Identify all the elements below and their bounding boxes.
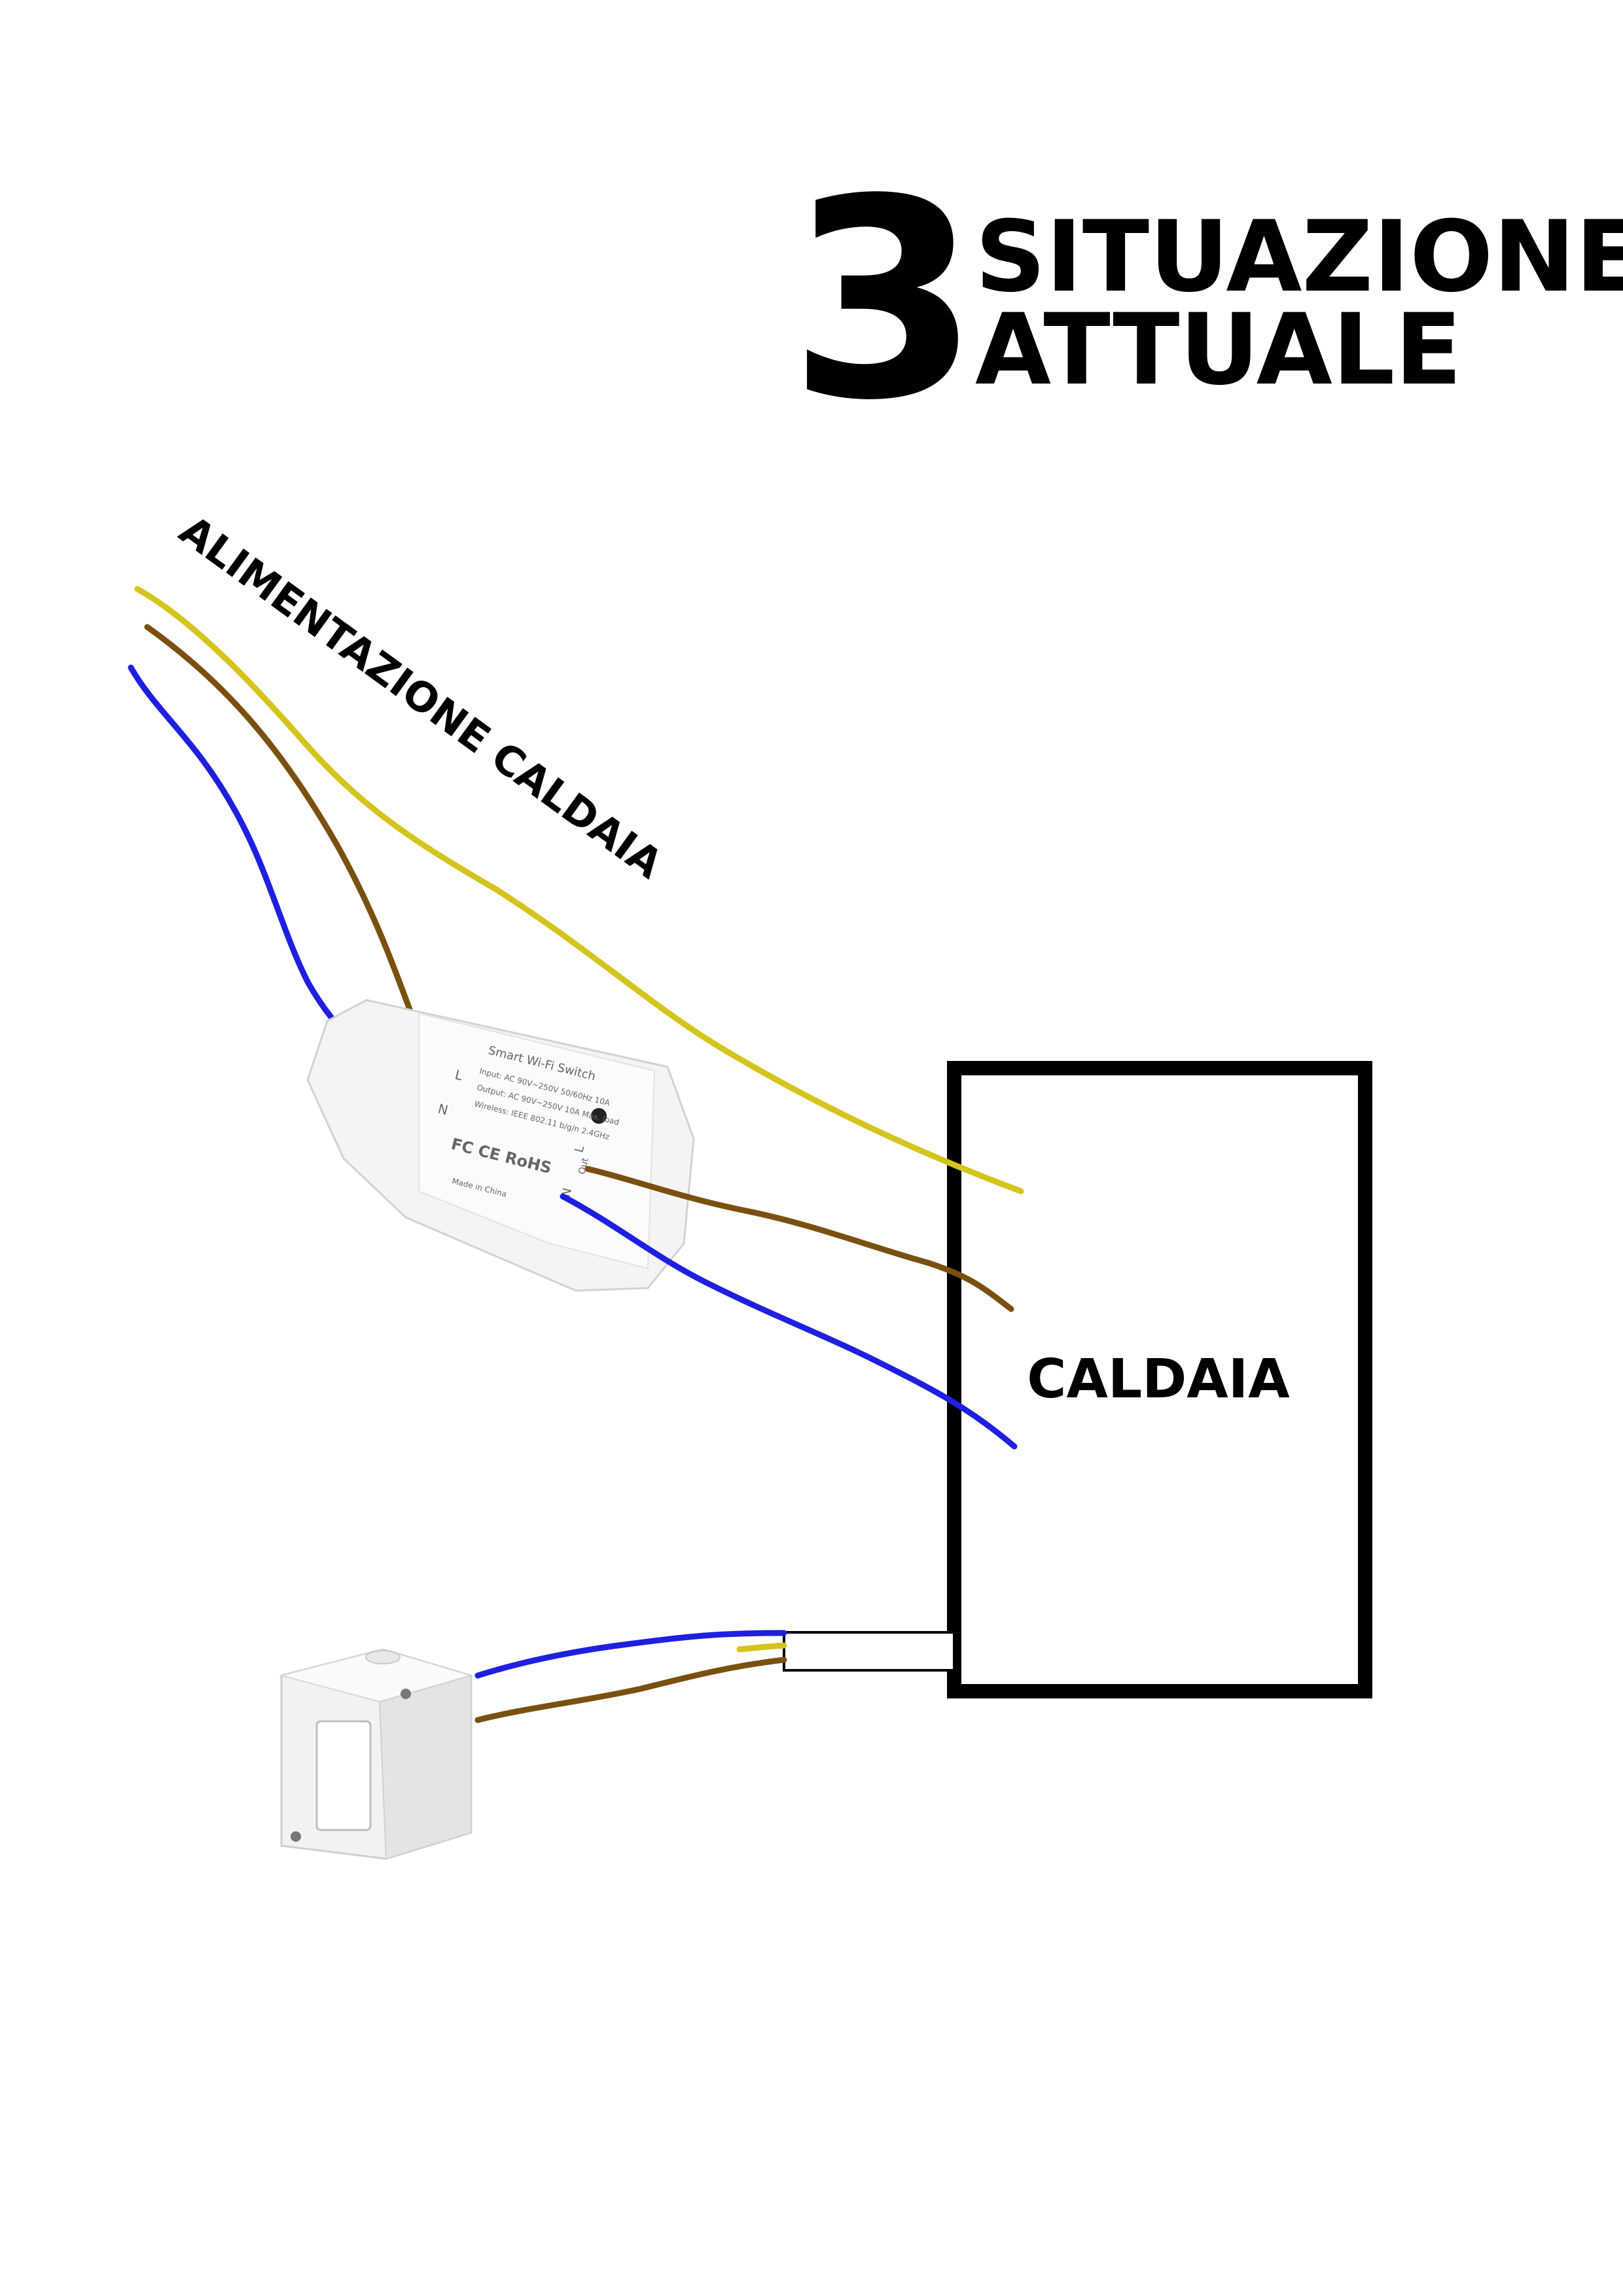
brown-output-wire: [584, 1166, 1014, 1312]
cable-sheath: [783, 1631, 955, 1672]
terminal-n-label: N: [437, 1101, 450, 1119]
title-line-1: SITUAZIONE: [975, 200, 1623, 314]
blue-switch-wire: [474, 1630, 787, 1679]
wall-switch: [279, 1648, 474, 1860]
blue-output-wire: [560, 1193, 1018, 1450]
module-button: [591, 1108, 607, 1124]
boiler-label: CALDAIA: [1027, 1348, 1290, 1410]
out-l-label: L: [572, 1144, 587, 1154]
boiler-box: [947, 1061, 1372, 1698]
switch-rocker: [315, 1720, 372, 1831]
step-number: 3: [789, 141, 980, 461]
smart-switch-module: Smart Wi-Fi Switch Input: AC 90V~250V 50…: [306, 999, 695, 1292]
brown-switch-wire: [474, 1657, 787, 1723]
title-line-2: ATTUALE: [975, 293, 1462, 407]
yellow-supply-wire: [134, 586, 1024, 1194]
yellow-switch-wire: [736, 1642, 787, 1653]
